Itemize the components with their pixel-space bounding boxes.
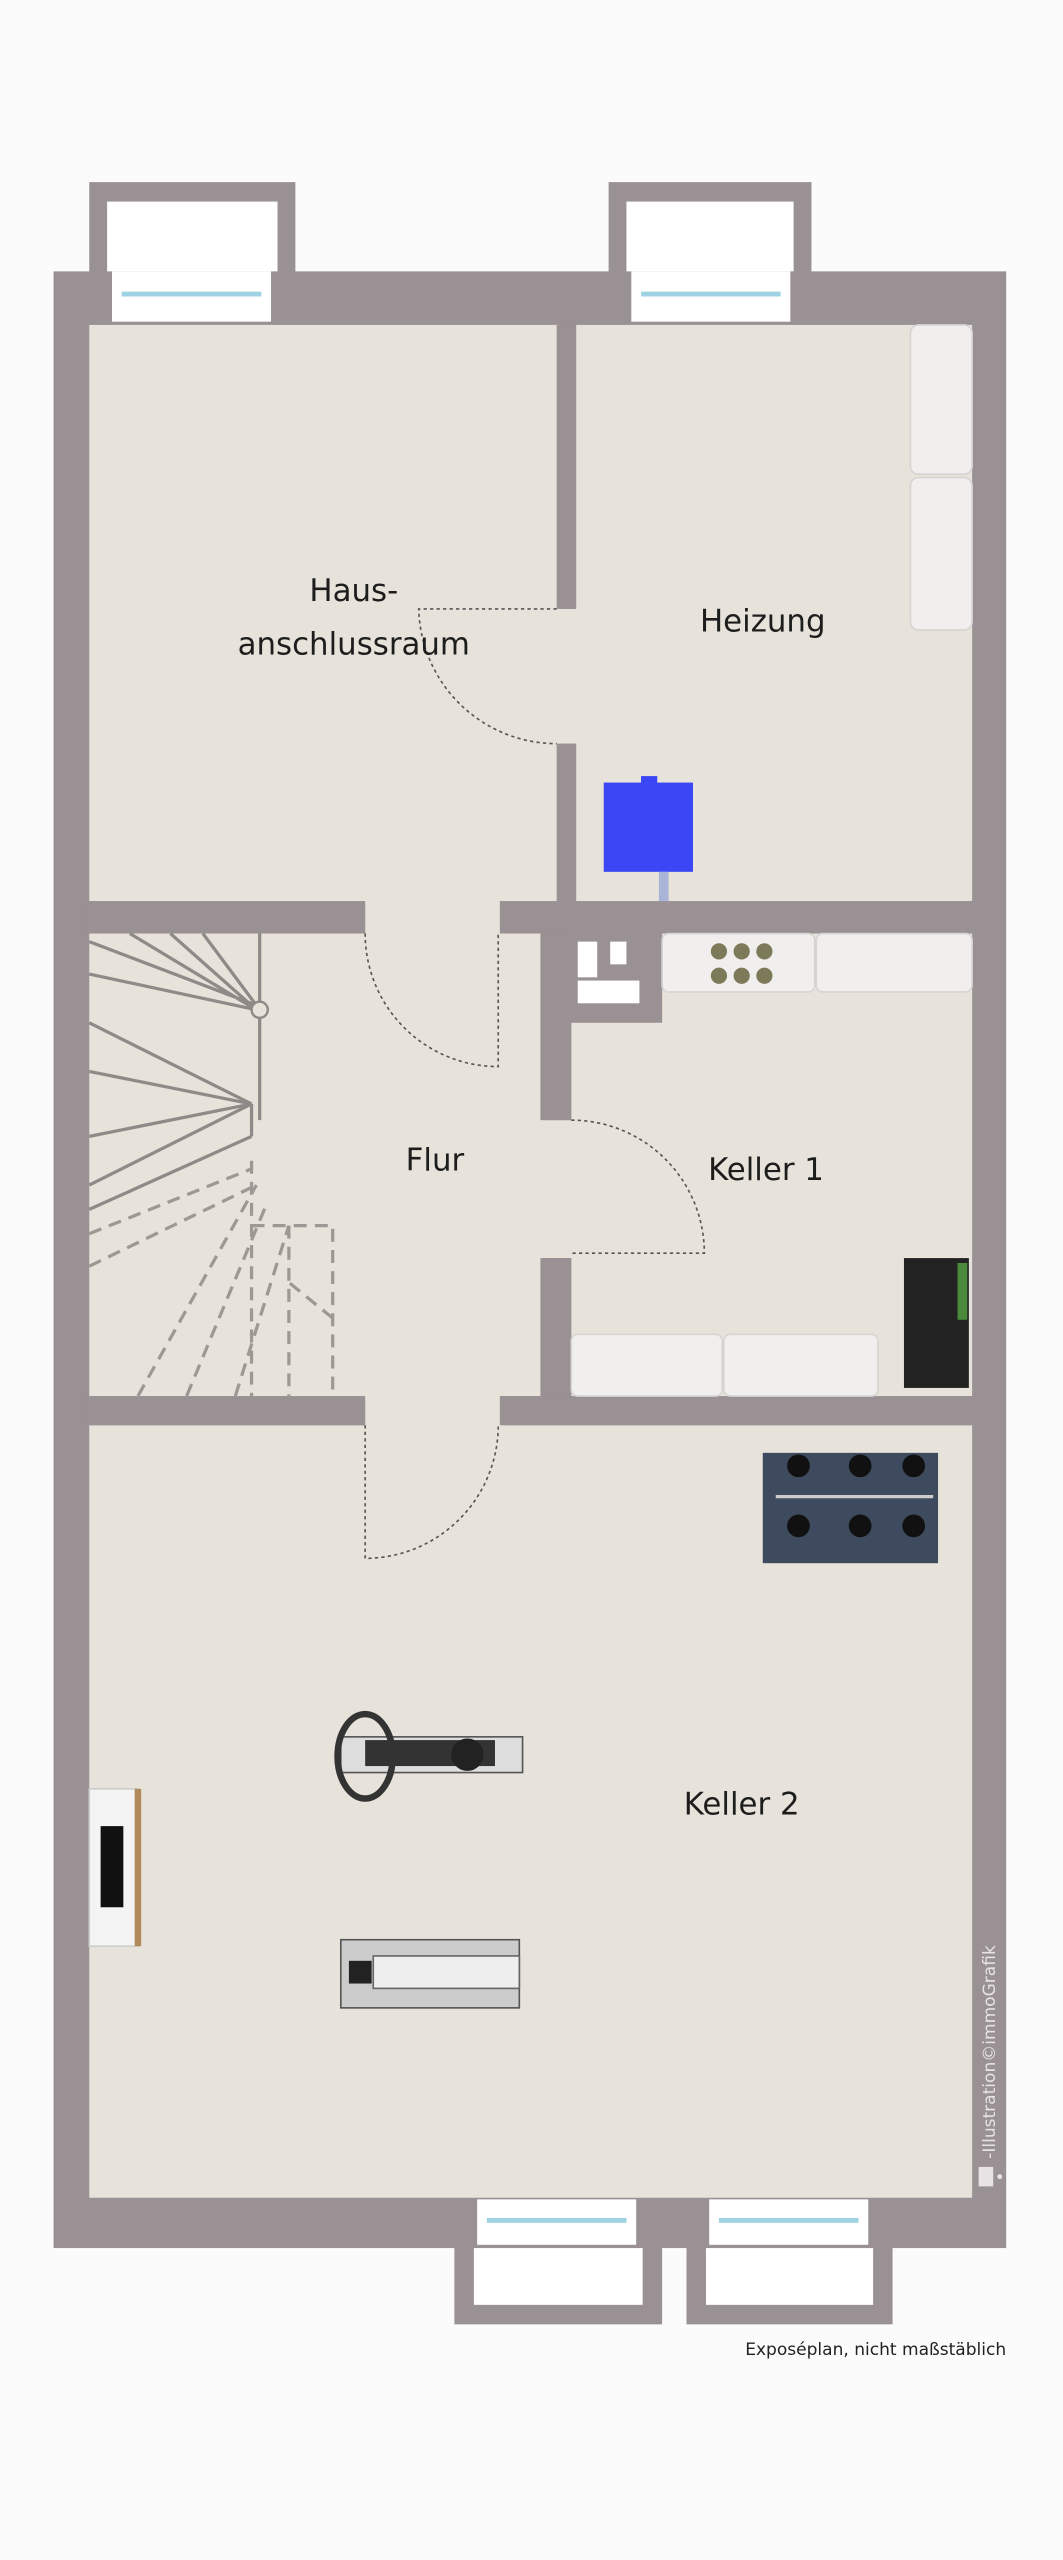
room-label-hausanschlussraum-1: Haus-	[309, 573, 398, 609]
storage-unit	[570, 1333, 724, 1397]
storage-unit	[909, 324, 973, 476]
door-hausanschlussraum[interactable]	[417, 608, 557, 745]
storage-unit	[661, 932, 816, 993]
staircase	[88, 932, 335, 1397]
rowing-machine-icon	[334, 1710, 524, 1802]
wall	[540, 1258, 572, 1400]
wall	[86, 901, 366, 934]
room-label-flur: Flur	[406, 1142, 465, 1178]
storage-unit	[815, 932, 973, 993]
light-well-bottom-left	[454, 2239, 663, 2325]
floor-flur	[89, 933, 544, 1400]
wall	[86, 1396, 366, 1426]
wall	[499, 1396, 974, 1426]
room-label-keller2: Keller 2	[684, 1787, 800, 1823]
room-label-heizung: Heizung	[700, 604, 826, 640]
wall	[556, 324, 577, 609]
watermark: -Illustration©immoGrafik	[980, 1945, 1000, 2159]
floor-keller1-door	[535, 1120, 577, 1259]
bottle-rack-icon	[710, 943, 773, 984]
tv-sideboard-icon	[88, 1787, 142, 1948]
window	[111, 271, 869, 2245]
drink-crates-icon	[903, 1258, 969, 1388]
room-label-keller1: Keller 1	[708, 1152, 824, 1188]
door-flur-top[interactable]	[364, 933, 500, 1068]
storage-unit	[909, 476, 973, 631]
door-keller1[interactable]	[571, 1119, 706, 1255]
door-keller2[interactable]	[364, 1425, 500, 1560]
light-well-top-right	[608, 182, 812, 280]
boiler-icon	[603, 776, 693, 902]
light-well-top-left	[89, 182, 296, 280]
wall	[499, 901, 974, 934]
dumbbell-rack-icon	[762, 1452, 939, 1564]
caption: Exposéplan, nicht maßstäblich	[745, 2340, 1006, 2360]
wall	[556, 743, 577, 906]
floor-top-door	[551, 608, 585, 744]
storage-unit	[723, 1333, 879, 1397]
floor-hausanschlussraum	[89, 324, 560, 905]
sparkasse-logo-icon	[978, 2166, 1003, 2187]
cross-trainer-icon	[339, 1938, 521, 2009]
light-well-bottom-right	[686, 2239, 893, 2325]
room-label-hausanschlussraum-2: anschlussraum	[238, 626, 470, 662]
